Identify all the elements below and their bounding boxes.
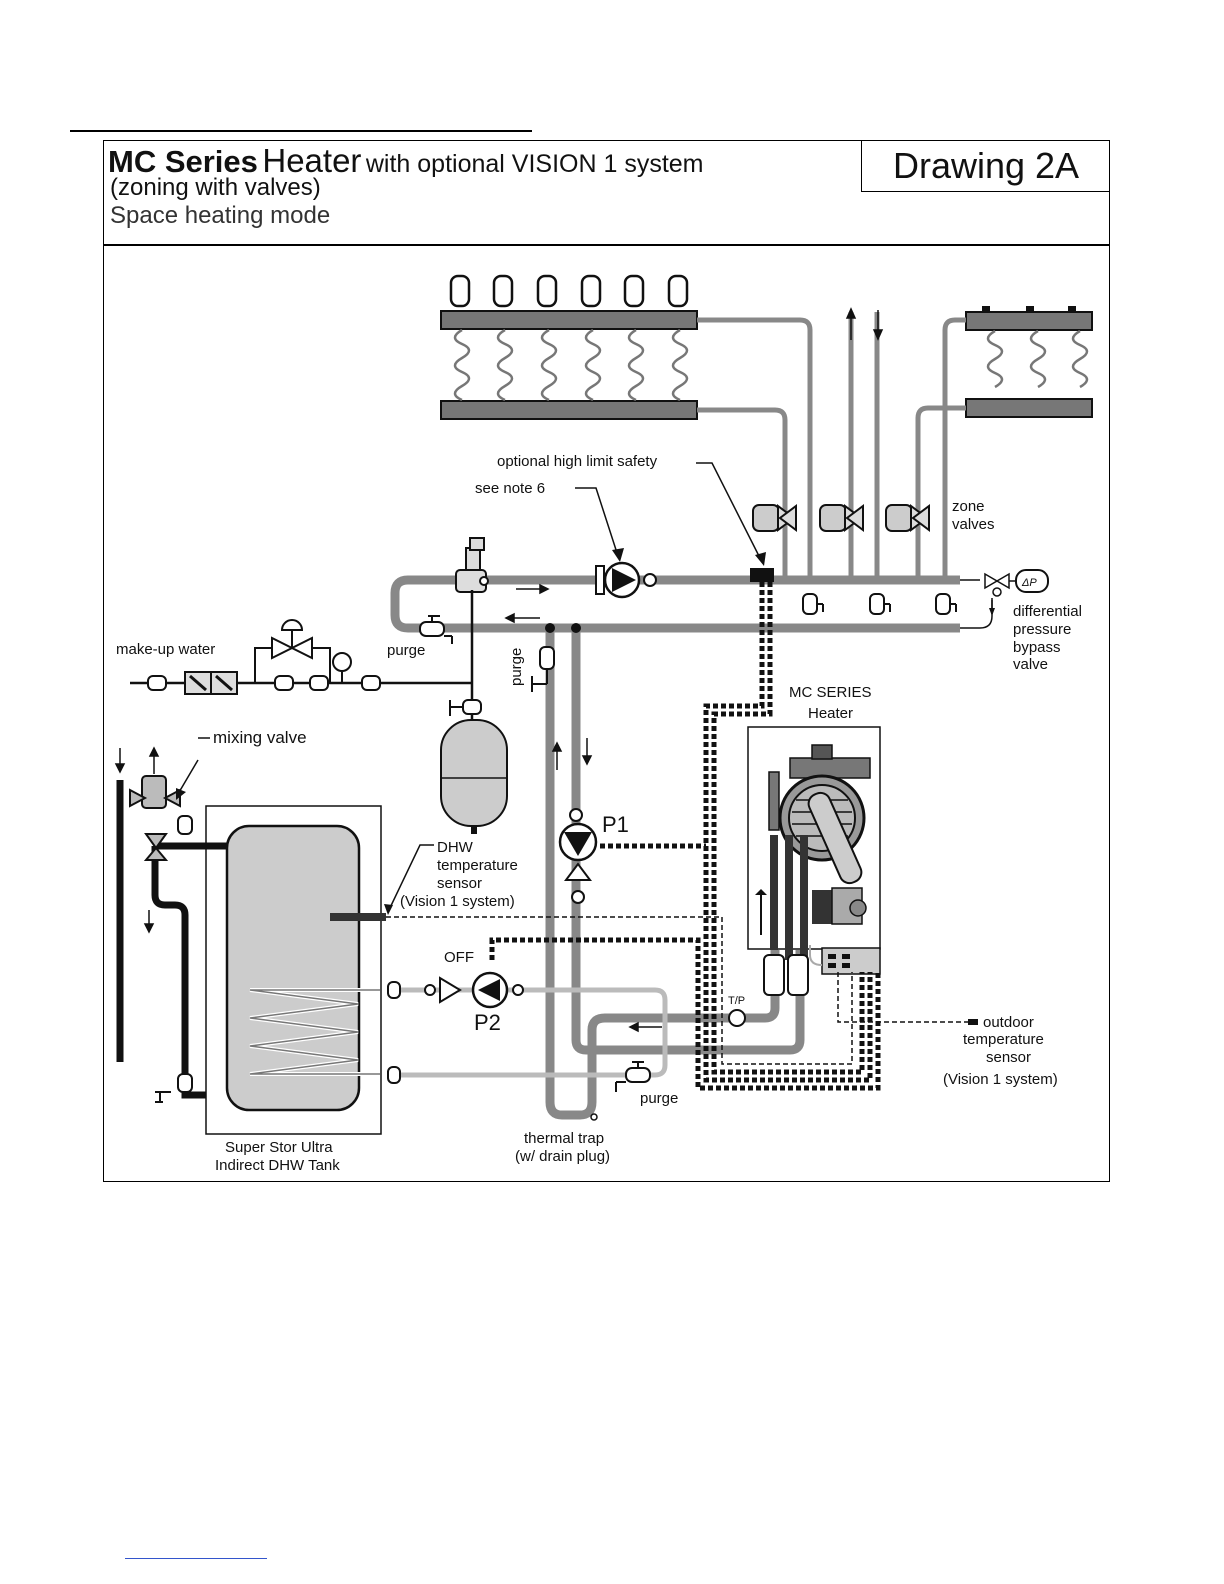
dhw-piping: [116, 780, 228, 1099]
mc-series-heater: [728, 726, 881, 1027]
label-zone: zone: [952, 498, 985, 515]
label-see-note: see note 6: [475, 480, 545, 497]
label-tank-2: Indirect DHW Tank: [215, 1157, 340, 1174]
label-dp-symbol: ΔP: [1021, 577, 1037, 589]
subtitle-zoning: (zoning with valves): [110, 174, 321, 201]
label-outdoor-3: sensor: [986, 1049, 1031, 1066]
pump-p2: [387, 971, 524, 1084]
label-outdoor-1: outdoor: [983, 1014, 1034, 1031]
leader-lines: [198, 462, 763, 913]
label-makeup-water: make-up water: [116, 641, 215, 658]
indirect-dhw-tank: [205, 805, 386, 1135]
label-dhw-1: DHW: [437, 839, 474, 856]
bottom-link-underline[interactable]: [125, 1558, 267, 1559]
label-high-limit: optional high limit safety: [497, 453, 658, 470]
label-mixing-valve: mixing valve: [213, 728, 307, 747]
label-dp-3: bypass: [1013, 639, 1061, 656]
title-rest: with optional VISION 1 system: [365, 150, 704, 178]
label-purge-left: purge: [387, 642, 425, 659]
zone-valve-2: [819, 504, 864, 532]
label-dhw-2: temperature: [437, 857, 518, 874]
purge-valve-left: [419, 615, 453, 644]
zone-valve-1: [752, 504, 797, 532]
subtitle-mode: Space heating mode: [110, 202, 331, 229]
return-valves: [802, 593, 957, 615]
label-dp-2: pressure: [1013, 621, 1071, 638]
label-dp-4: valve: [1013, 656, 1048, 673]
top-rule: [70, 130, 532, 132]
air-separator: [455, 537, 489, 593]
air-vents: [449, 274, 689, 308]
label-dhw-3: sensor: [437, 875, 482, 892]
radiator-manifold-right: [965, 306, 1093, 418]
purge-valve-bottom: [615, 1061, 651, 1092]
outdoor-sensor-icon: [968, 1019, 978, 1025]
makeup-water-line: [130, 590, 474, 720]
title-heater: Heater: [262, 142, 362, 179]
drawing-frame: [103, 140, 1110, 1182]
primary-loop: [545, 630, 805, 1120]
label-thermal-trap-2: (w/ drain plug): [515, 1148, 610, 1165]
high-limit-sensor: [750, 568, 774, 582]
label-off: OFF: [444, 949, 474, 966]
label-tank-1: Super Stor Ultra: [225, 1139, 333, 1156]
expansion-tank: [440, 699, 508, 834]
main-loop: [390, 575, 960, 633]
pump-p1: [558, 808, 598, 904]
zone-valve-3: [885, 504, 930, 532]
purge-valve-mid: [531, 646, 555, 692]
label-thermal-trap-1: thermal trap: [524, 1130, 604, 1147]
label-dhw-4: (Vision 1 system): [400, 893, 515, 910]
label-purge-bottom: purge: [640, 1090, 678, 1107]
zone-valve-group: [752, 504, 930, 532]
control-wiring: [386, 582, 968, 1091]
supply-circulator: [595, 561, 657, 599]
radiator-manifold-left: [440, 274, 698, 420]
label-p2: P2: [474, 1010, 501, 1035]
label-mc-series: MC SERIES: [789, 684, 872, 701]
label-outdoor-2: temperature: [963, 1031, 1044, 1048]
label-tp: T/P: [728, 995, 745, 1007]
drawing-number: Drawing 2A: [892, 144, 1080, 186]
radiant-coils: [453, 328, 689, 402]
zone-pipes: [697, 312, 966, 578]
title-bold: MC Series: [108, 144, 258, 179]
mixing-valve-body: [129, 775, 193, 1103]
drawing-title: MC Series Heater with optional VISION 1 …: [108, 142, 704, 180]
coil-pipes: [400, 987, 668, 1078]
label-dp-1: differential: [1013, 603, 1082, 620]
label-p1: P1: [602, 812, 629, 837]
dp-bypass-valve: [984, 569, 1049, 616]
drawing-number-box: Drawing 2A: [861, 140, 1110, 192]
label-heater: Heater: [808, 705, 853, 722]
label-purge-mid: purge: [508, 648, 525, 686]
label-valves: valves: [952, 516, 995, 533]
label-outdoor-4: (Vision 1 system): [943, 1071, 1058, 1088]
header-divider: [103, 244, 1110, 246]
